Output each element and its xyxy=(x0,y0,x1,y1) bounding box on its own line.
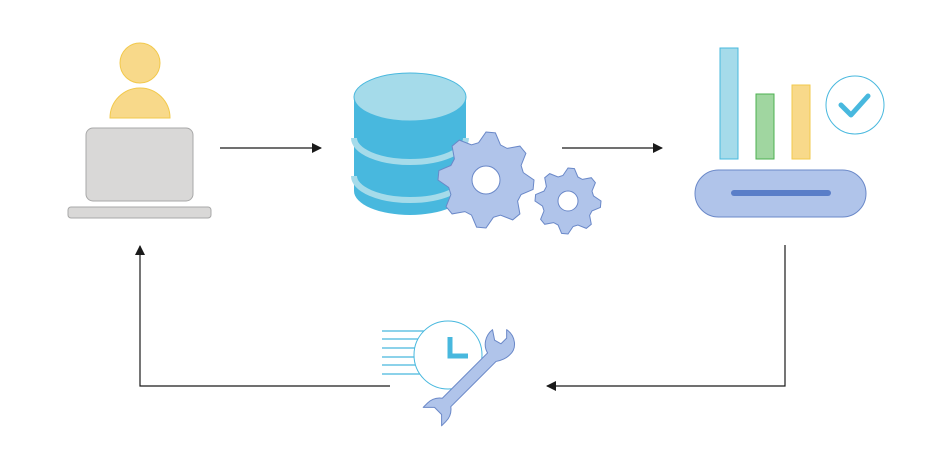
arrow-maintenance-to-user xyxy=(135,245,390,387)
clock-icon xyxy=(413,320,483,390)
wrench-icon xyxy=(422,329,515,427)
database-icon xyxy=(351,72,469,215)
speed-lines-icon xyxy=(382,330,428,375)
large-gear-icon xyxy=(437,131,535,229)
arrow-analytics-to-maintenance xyxy=(546,245,786,391)
bar-chart-icon xyxy=(719,47,811,160)
user-laptop-icon xyxy=(67,42,212,219)
check-icon xyxy=(825,75,885,135)
small-gear-icon xyxy=(534,167,602,235)
platform-base-icon xyxy=(694,169,867,218)
